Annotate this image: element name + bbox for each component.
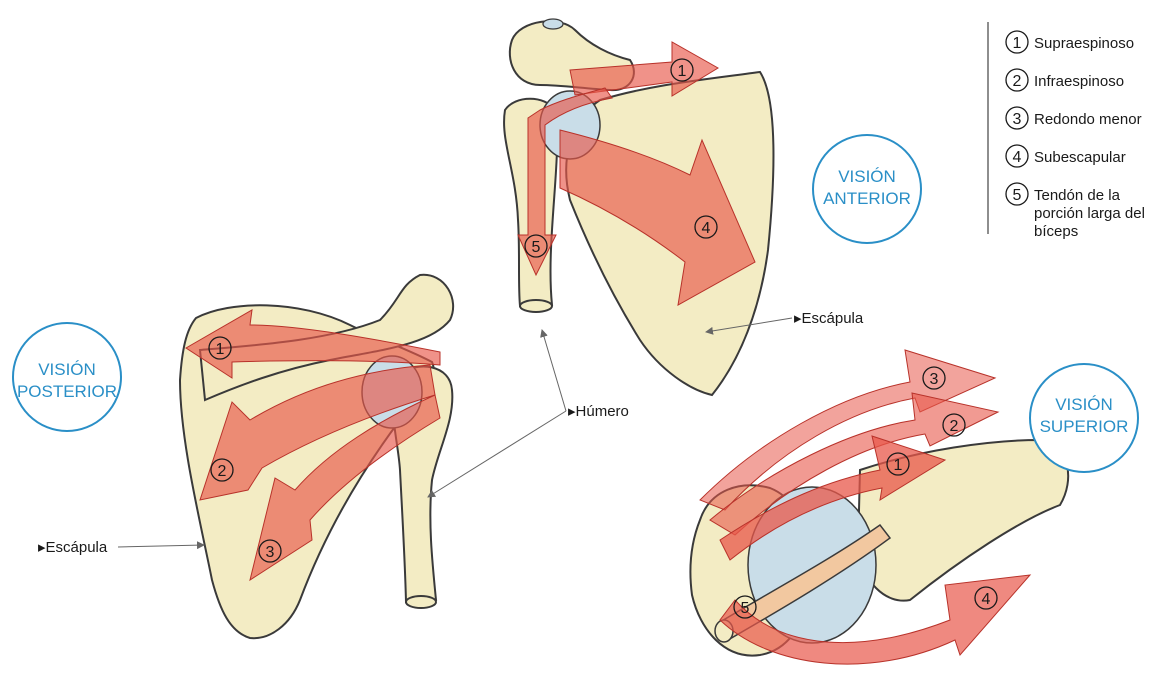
superior-marker-2: 2	[942, 413, 966, 437]
svg-text:3: 3	[266, 544, 275, 561]
view-label-posterior: VISIÓN POSTERIOR	[12, 322, 122, 432]
anterior-marker-5: 5	[524, 234, 548, 258]
posterior-humerus-end	[405, 595, 437, 609]
legend-item-4: 4 Subescapular	[1005, 144, 1126, 168]
label-escapula-posterior: ▸Escápula	[38, 539, 205, 556]
svg-text:5: 5	[741, 600, 750, 617]
svg-text:1: 1	[894, 457, 903, 474]
posterior-muscle-supraspinatus	[185, 309, 441, 379]
svg-text:4: 4	[982, 591, 991, 608]
label-escapula-anterior: ▸Escápula	[705, 310, 864, 335]
svg-text:Tendón de la: Tendón de la	[1034, 187, 1121, 204]
anterior-biceps-tendon	[517, 87, 613, 277]
posterior-muscle-infraspinatus	[199, 364, 436, 501]
anterior-acromion-tip	[542, 18, 564, 30]
svg-text:▸Escápula: ▸Escápula	[38, 539, 108, 556]
posterior-marker-2: 2	[210, 458, 234, 482]
svg-text:1: 1	[216, 341, 225, 358]
label-humero: ▸Húmero	[427, 329, 629, 498]
svg-text:Infraespinoso: Infraespinoso	[1034, 73, 1124, 90]
anterior-view-illustration: 1 4 5	[503, 18, 775, 397]
svg-text:VISIÓN: VISIÓN	[38, 360, 96, 379]
anterior-marker-1: 1	[670, 58, 694, 82]
svg-text:4: 4	[1013, 149, 1022, 166]
superior-view-illustration: 3 2 1 5 4	[689, 349, 1070, 665]
svg-text:porción larga del: porción larga del	[1034, 205, 1145, 222]
superior-marker-1: 1	[886, 452, 910, 476]
svg-text:▸Escápula: ▸Escápula	[794, 310, 864, 327]
svg-text:bíceps: bíceps	[1034, 223, 1078, 240]
view-label-superior: VISIÓN SUPERIOR	[1029, 363, 1139, 473]
svg-text:2: 2	[950, 418, 959, 435]
posterior-muscle-teres-minor	[249, 394, 441, 582]
svg-text:Supraespinoso: Supraespinoso	[1034, 35, 1134, 52]
anterior-marker-4: 4	[694, 215, 718, 239]
svg-text:4: 4	[702, 220, 711, 237]
svg-text:3: 3	[930, 371, 939, 388]
svg-text:2: 2	[218, 463, 227, 480]
svg-text:Subescapular: Subescapular	[1034, 149, 1126, 166]
anterior-humerus-end	[519, 299, 553, 313]
legend-item-1: 1 Supraespinoso	[1005, 30, 1134, 54]
legend-item-3: 3 Redondo menor	[1005, 106, 1142, 130]
posterior-view-illustration: 1 2 3	[178, 273, 455, 640]
svg-text:ANTERIOR: ANTERIOR	[823, 189, 911, 208]
superior-muscle-subscapularis	[719, 574, 1032, 665]
legend-item-2: 2 Infraespinoso	[1005, 68, 1124, 92]
svg-text:5: 5	[1013, 187, 1022, 204]
superior-muscle-teres-minor	[699, 349, 997, 511]
svg-text:POSTERIOR: POSTERIOR	[17, 382, 117, 401]
svg-text:▸Húmero: ▸Húmero	[568, 403, 629, 420]
superior-muscle-infraspinatus	[709, 392, 1000, 536]
view-label-anterior: VISIÓN ANTERIOR	[812, 134, 922, 244]
legend-item-5: 5 Tendón de la porción larga del bíceps	[1005, 182, 1145, 240]
svg-text:1: 1	[1013, 35, 1022, 52]
superior-muscle-supraspinatus	[719, 435, 947, 561]
posterior-marker-1: 1	[208, 336, 232, 360]
superior-marker-5: 5	[733, 595, 757, 619]
superior-biceps-tendon	[719, 523, 892, 642]
svg-text:1: 1	[678, 63, 687, 80]
posterior-marker-3: 3	[258, 539, 282, 563]
superior-marker-4: 4	[974, 586, 998, 610]
svg-text:2: 2	[1013, 73, 1022, 90]
svg-text:3: 3	[1013, 111, 1022, 128]
anterior-muscle-subscapularis	[559, 129, 756, 306]
svg-text:VISIÓN: VISIÓN	[1055, 395, 1113, 414]
superior-humeral-head	[747, 486, 877, 644]
legend: 1 Supraespinoso 2 Infraespinoso 3 Redond…	[987, 22, 1145, 240]
svg-text:SUPERIOR: SUPERIOR	[1040, 417, 1129, 436]
svg-text:VISIÓN: VISIÓN	[838, 167, 896, 186]
superior-marker-3: 3	[922, 366, 946, 390]
svg-text:5: 5	[532, 239, 541, 256]
svg-text:Redondo menor: Redondo menor	[1034, 111, 1142, 128]
